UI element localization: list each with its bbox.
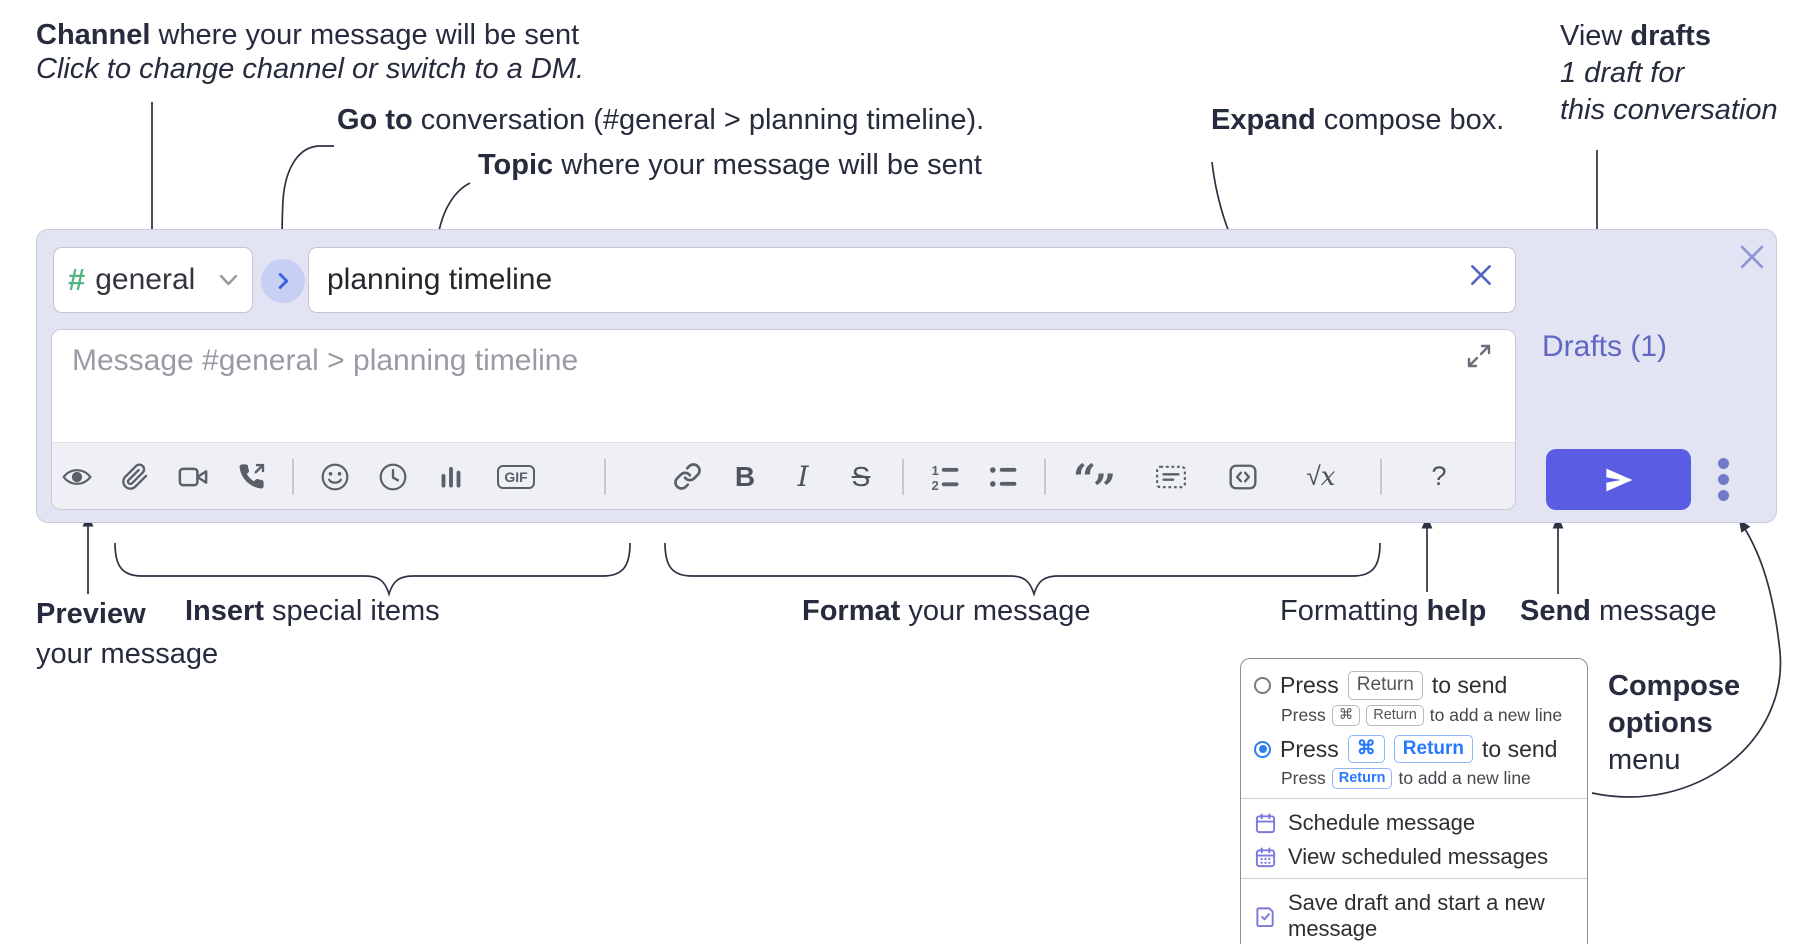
formatting-help-icon[interactable]: ? (1431, 461, 1447, 491)
calendar-grid-icon (1255, 847, 1276, 867)
save-draft-item[interactable]: Save draft and start a new message (1241, 886, 1587, 944)
send-on-cmd-return-subtext: Press Return to add a new line (1281, 768, 1531, 790)
expand-annotation: Expand compose box. (1211, 104, 1505, 136)
toolbar-divider (292, 458, 294, 495)
channel-annotation: Channel where your message will be sent … (36, 19, 585, 85)
channel-annotation-bold: Channel (36, 19, 151, 51)
drafts-link[interactable]: Drafts (1) (1542, 330, 1668, 363)
channel-hash-icon: # (68, 262, 86, 297)
schedule-message-item[interactable]: Schedule message (1241, 806, 1587, 840)
compose-options-menu: Press Return to send Press ⌘ Return to a… (1240, 658, 1588, 944)
send-paper-plane-icon (1605, 468, 1632, 491)
radio-unchecked[interactable] (1254, 676, 1271, 694)
return-key: Return (1366, 704, 1424, 726)
clear-topic-icon[interactable] (1468, 262, 1494, 288)
menu-divider (1241, 878, 1587, 880)
voice-call-icon[interactable] (234, 457, 268, 497)
compose-box: # general (36, 229, 1777, 523)
send-on-return-option[interactable]: Press Return to send (1241, 671, 1587, 700)
toolbar-divider (1380, 458, 1382, 495)
close-compose-icon[interactable] (1738, 243, 1766, 271)
toolbar-divider (902, 458, 904, 495)
channel-selector[interactable]: # general (53, 247, 253, 313)
toolbar-divider (604, 458, 606, 495)
send-button[interactable] (1546, 449, 1691, 510)
message-area: GIF B I S 12 (51, 329, 1516, 510)
attach-paperclip-icon[interactable] (118, 457, 152, 497)
preview-annotation: Preview your message (36, 598, 219, 670)
menu-divider (1241, 798, 1587, 800)
code-icon[interactable] (1226, 457, 1260, 497)
cmd-key: ⌘ (1331, 704, 1361, 726)
save-draft-icon (1256, 907, 1274, 927)
return-key: Return (1347, 671, 1423, 700)
gif-icon[interactable]: GIF (492, 457, 540, 497)
time-clock-icon[interactable] (376, 457, 410, 497)
math-icon[interactable]: √x (1306, 461, 1336, 492)
svg-text:1: 1 (932, 462, 939, 477)
send-annotation: Send message (1520, 595, 1717, 627)
spoiler-icon[interactable] (1154, 457, 1188, 497)
strikethrough-icon[interactable]: S (851, 460, 871, 492)
video-call-icon[interactable] (176, 457, 210, 497)
topic-input[interactable] (308, 247, 1516, 313)
chevron-down-icon (219, 274, 238, 286)
chevron-right-icon (278, 273, 289, 289)
return-key: Return (1331, 768, 1393, 790)
italic-icon[interactable]: I (797, 460, 809, 493)
topic-field-wrap (308, 247, 1516, 313)
expand-compose-icon[interactable] (1465, 342, 1493, 370)
send-on-return-subtext: Press ⌘ Return to add a new line (1281, 704, 1563, 726)
dot (1718, 458, 1729, 469)
compose-options-menu-button[interactable] (1718, 458, 1729, 501)
radio-checked[interactable] (1254, 740, 1271, 758)
channel-annotation-sub: Click to change channel or switch to a D… (36, 53, 585, 85)
send-on-cmd-return-option[interactable]: Press ⌘ Return to send (1241, 734, 1587, 764)
formatting-help-annotation: Formatting help (1280, 595, 1487, 627)
quote-icon[interactable]: “” (1073, 455, 1117, 510)
preview-eye-icon[interactable] (60, 457, 94, 497)
bold-icon[interactable]: B (734, 460, 756, 492)
dot (1718, 474, 1729, 485)
bulleted-list-icon[interactable] (986, 457, 1020, 497)
drafts-annotation: View drafts 1 draft for this conversatio… (1560, 20, 1778, 126)
return-key: Return (1393, 734, 1474, 764)
go-to-conversation-button[interactable] (261, 259, 305, 303)
view-scheduled-messages-item[interactable]: View scheduled messages (1241, 840, 1587, 874)
compose-options-annotation: Compose options menu (1608, 670, 1741, 776)
calendar-icon (1255, 813, 1276, 833)
link-icon[interactable] (670, 457, 704, 497)
format-annotation: Format your message (802, 595, 1091, 627)
toolbar-divider (1044, 458, 1046, 495)
message-input[interactable] (52, 330, 1515, 441)
poll-bar-chart-icon[interactable] (434, 457, 468, 497)
svg-text:2: 2 (932, 477, 939, 491)
goto-annotation: Go to conversation (#general > planning … (337, 104, 985, 136)
insert-annotation: Insert special items (185, 595, 440, 627)
cmd-key: ⌘ (1347, 734, 1385, 764)
emoji-smiley-icon[interactable] (318, 457, 352, 497)
channel-name: general (95, 263, 196, 296)
dot (1718, 490, 1729, 501)
topic-annotation: Topic where your message will be sent (478, 149, 982, 181)
